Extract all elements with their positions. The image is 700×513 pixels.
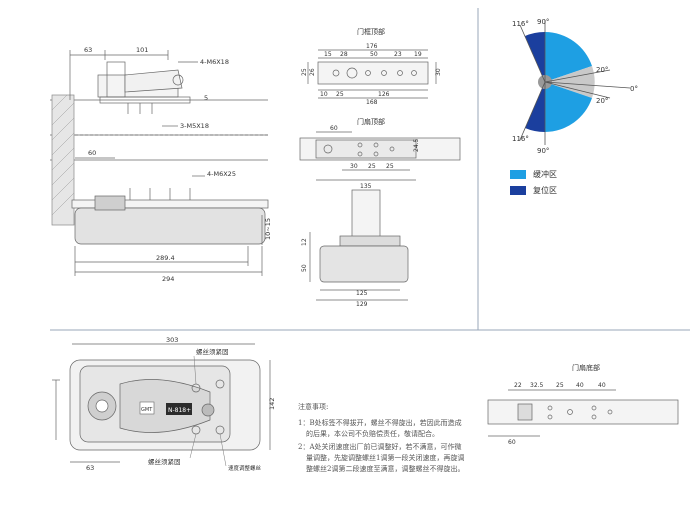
- dim-63b: 63: [86, 464, 94, 472]
- buffer-zone-top: [545, 32, 592, 82]
- dim-25: 25: [301, 68, 308, 76]
- dim-135: 135: [360, 183, 372, 190]
- reset-zone-top: [525, 31, 545, 82]
- badge-plate: [139, 401, 155, 415]
- note-line-3: 2：A处关闭速度出厂前已调整好，若不满意，可作微: [298, 443, 462, 451]
- dim-5: 5: [204, 94, 208, 102]
- dim-28: 28: [340, 51, 348, 58]
- dim-303: 303: [166, 336, 178, 344]
- frame-top-labels: 门框顶部 176 15 28 50 23 19 25 26 30 10 25 1…: [301, 27, 442, 106]
- leaf-top-title: 门扇顶部: [357, 117, 385, 126]
- dim-168: 168: [366, 99, 378, 106]
- buffer-zone-bottom: [545, 82, 592, 132]
- dim-50b: 50: [301, 264, 308, 272]
- dim-129: 129: [356, 301, 368, 308]
- neutral-zone: [545, 66, 595, 98]
- section-view: [309, 189, 409, 301]
- angle-20-top: 20°: [596, 66, 608, 74]
- leaf-top-view: [299, 131, 461, 181]
- leaf-bottom-title: 门扇底部: [572, 363, 600, 372]
- dim-125: 125: [356, 290, 368, 297]
- notes-title: 注意事项:: [298, 403, 329, 411]
- dim-15: 15: [324, 51, 332, 58]
- dim-19: 19: [414, 51, 422, 58]
- frame-top-title: 门框顶部: [357, 27, 385, 36]
- dim-4-m6x25: 4-M6X25: [207, 170, 236, 178]
- dim-30: 30: [435, 68, 442, 76]
- dim-126: 126: [378, 91, 390, 98]
- callout-screw-tight-bottom: 螺丝须紧固: [148, 457, 181, 466]
- dim-32-5: 32.5: [530, 382, 544, 389]
- plan-leaders: [189, 355, 227, 467]
- dim-25b: 25: [336, 91, 344, 98]
- frame-top-view: [307, 49, 437, 99]
- leaf-top-labels: 门扇顶部 60 24.5 30 25 25 135: [330, 117, 420, 190]
- angle-labels: 116° 90° 20° 0° 20° 116° 90°: [512, 18, 638, 155]
- dim-60c: 60: [508, 439, 516, 446]
- dim-4-m6x18: 4-M6X18: [200, 58, 229, 66]
- legend-swatch-buffer: [510, 170, 526, 179]
- dim-25d: 25: [386, 163, 394, 170]
- angle-90-bottom: 90°: [537, 147, 549, 155]
- dim-60: 60: [88, 149, 96, 157]
- dim-294: 294: [162, 275, 174, 283]
- dim-142: 142: [268, 398, 276, 410]
- angle-20-bottom: 20°: [596, 97, 608, 105]
- dim-30b: 30: [350, 163, 358, 170]
- dim-63: 63: [84, 46, 92, 54]
- legend-swatch-reset: [510, 186, 526, 195]
- brand-badge: GMT: [141, 407, 153, 413]
- note-line-2: 的后果，本公司不负赔偿责任，敬请配合。: [306, 430, 439, 438]
- callout-screw-tight-top: 螺丝须紧固: [196, 347, 229, 356]
- side-view-labels: 63 101 4-M6X18 5 3-M5X18 60 4-M6X25 289.…: [84, 46, 272, 283]
- side-view: [50, 50, 269, 276]
- dim-60b: 60: [330, 125, 338, 132]
- legend-label-buffer: 缓冲区: [533, 170, 557, 179]
- angle-0: 0°: [630, 85, 638, 93]
- dim-26: 26: [309, 68, 316, 76]
- dim-10-15: 10~15: [264, 218, 272, 240]
- callout-speed-screw: 速度调整螺丝: [228, 464, 262, 472]
- model-plate: [166, 403, 192, 415]
- dim-22: 22: [514, 382, 522, 389]
- dim-25c: 25: [368, 163, 376, 170]
- plan-view-labels: 303 142 63 螺丝须紧固 螺丝须紧固 速度调整螺丝 N-818+ GMT: [86, 336, 276, 472]
- dim-40a: 40: [576, 382, 584, 389]
- angle-116-top: 116°: [512, 20, 529, 28]
- leaf-bottom-labels: 门扇底部 22 32.5 25 40 40 60: [508, 363, 606, 446]
- dim-3-m5x18: 3-M5X18: [180, 122, 209, 130]
- angle-116-bottom: 116°: [512, 135, 529, 143]
- legend-label-reset: 复位区: [533, 186, 557, 195]
- section-labels: 12 50 125 129: [301, 238, 368, 308]
- note-line-4: 量调整，先旋调整螺丝1调第一段关闭速度，再旋调: [306, 454, 465, 462]
- angle-90-top: 90°: [537, 18, 549, 26]
- dim-23: 23: [394, 51, 402, 58]
- dim-50: 50: [370, 51, 378, 58]
- angle-diagram: [519, 20, 631, 145]
- dim-10: 10: [320, 91, 328, 98]
- plan-view: [52, 343, 271, 463]
- dim-40b: 40: [598, 382, 606, 389]
- dim-24-5: 24.5: [413, 138, 420, 152]
- dim-101: 101: [136, 46, 148, 54]
- leaf-bottom-view: [487, 389, 679, 437]
- note-line-5: 整螺丝2调第二段速度至满意，调整螺丝不得旋出。: [306, 465, 465, 473]
- dim-289-4: 289.4: [156, 254, 175, 262]
- dim-25e: 25: [556, 382, 564, 389]
- dim-12: 12: [301, 238, 308, 246]
- model-label: N-818+: [168, 407, 191, 414]
- note-line-1: 1：B处标签不得拔开，螺丝不得旋出，若因此而造成: [298, 419, 462, 427]
- dim-176: 176: [366, 43, 378, 50]
